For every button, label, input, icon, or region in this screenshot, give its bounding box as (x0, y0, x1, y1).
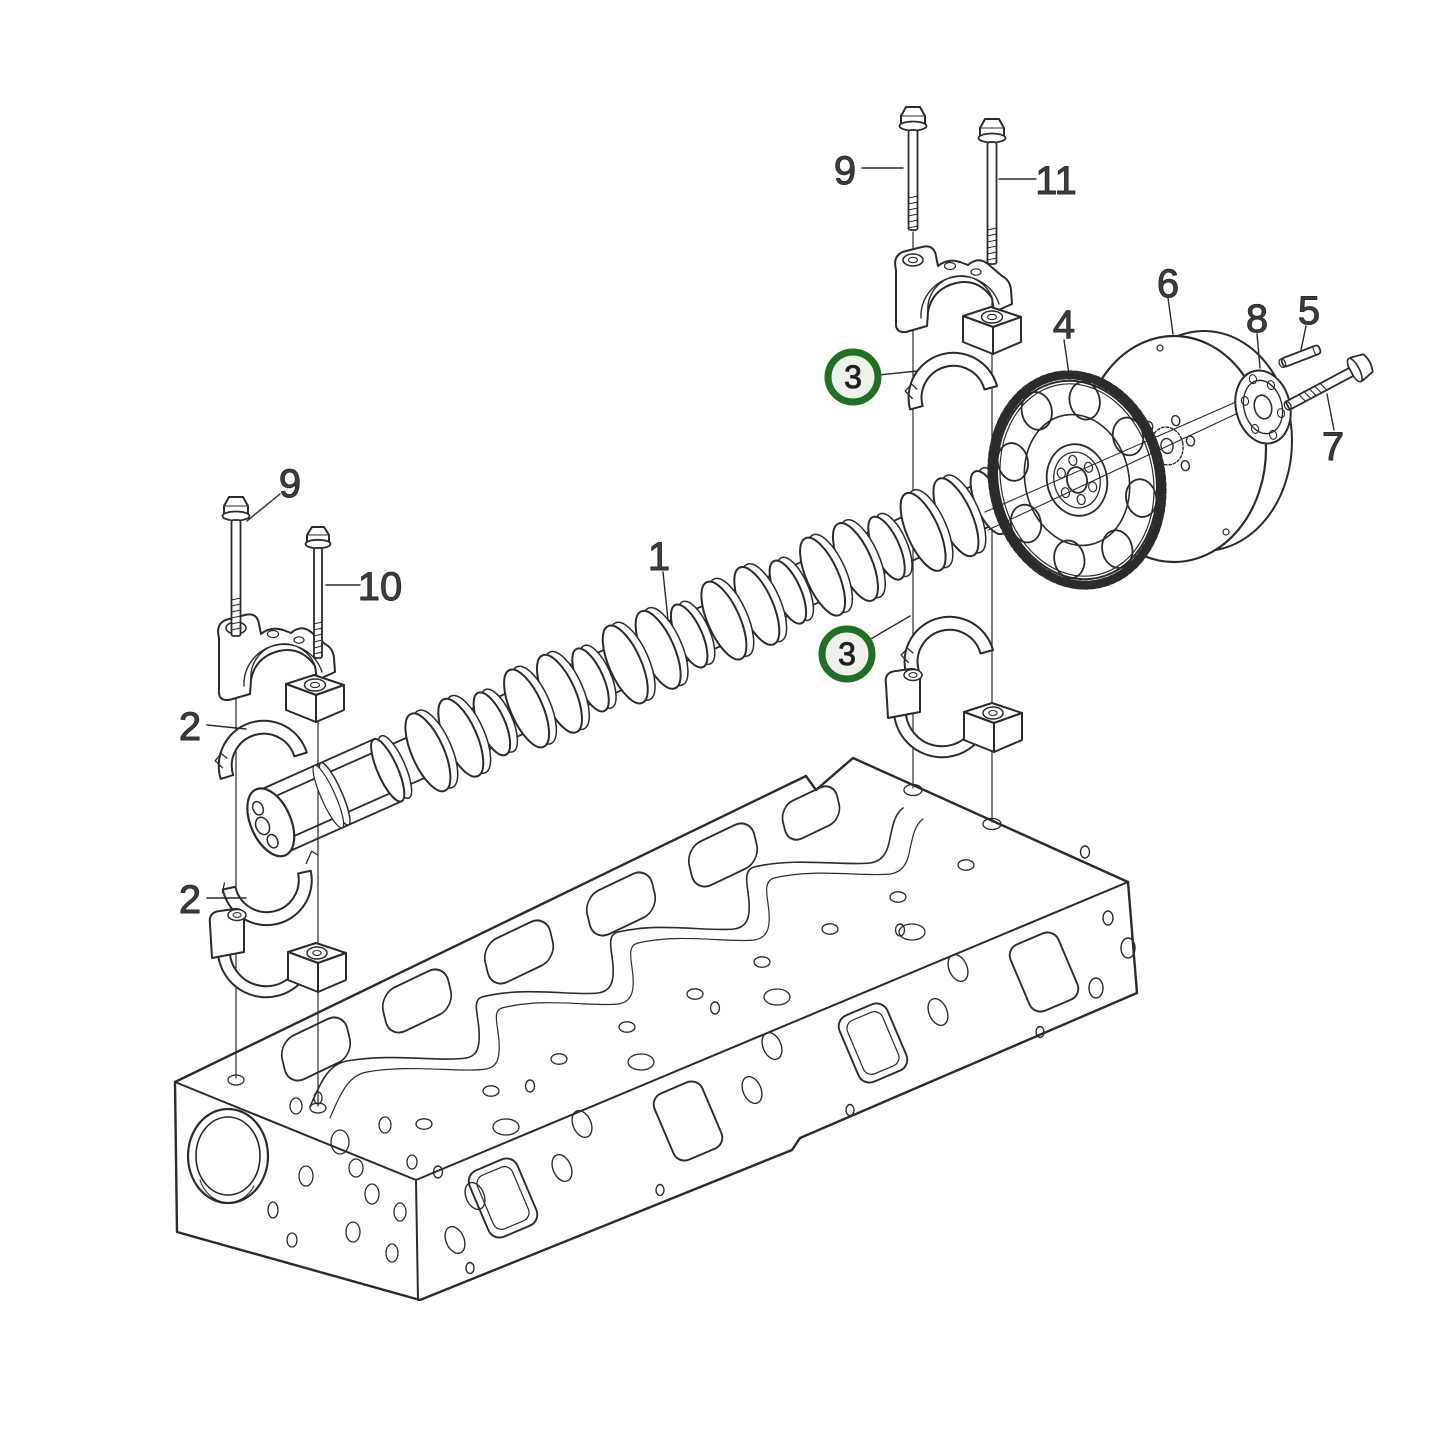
leader-line (1300, 325, 1307, 351)
leader-line (878, 370, 918, 376)
part-callout: 2 (178, 705, 247, 750)
hub-flange-drawing (1234, 369, 1292, 445)
leader-line (1167, 297, 1174, 335)
leader-line (1063, 339, 1070, 375)
part-callout-highlighted[interactable]: 3 (824, 348, 918, 406)
assembly-centerlines (984, 401, 1237, 531)
part-callout: 8 (1245, 297, 1269, 369)
bearing-shell-3-lower (893, 605, 995, 675)
part-number: 6 (1157, 262, 1179, 306)
part-number: 2 (179, 878, 201, 922)
bearing-shell-2-lower (221, 850, 322, 935)
part-number: 5 (1298, 289, 1320, 333)
camshaft-drawing (246, 467, 1016, 858)
leader-line (662, 571, 669, 621)
bearing-shell-2-upper (206, 708, 308, 780)
part-number: 10 (358, 565, 403, 609)
part-number: 2 (179, 705, 201, 749)
leader-line (1326, 393, 1335, 431)
leader-line (1256, 333, 1261, 369)
part-number: 4 (1053, 303, 1075, 347)
part-number: 3 (844, 359, 862, 395)
bearing-cap-upper-right (894, 245, 1022, 355)
part-number: 9 (834, 149, 856, 193)
highlight-circle (824, 348, 882, 406)
part-callout: 4 (1052, 303, 1076, 375)
part-callout: 7 (1321, 393, 1345, 470)
bolt-7-drawing (1283, 353, 1374, 411)
part-callout: 2 (178, 878, 247, 923)
bolt-9-left-drawing (221, 496, 251, 637)
part-callout: 9 (246, 462, 302, 522)
highlight-circle (818, 625, 876, 683)
part-callout: 6 (1156, 262, 1180, 335)
part-number: 8 (1246, 297, 1268, 341)
part-number: 7 (1322, 425, 1344, 469)
callout-layer: 1 2 2 3 3 4 5 6 7 8 9 11 9 10 (178, 149, 1345, 923)
leader-line (246, 493, 281, 522)
part-callout: 1 (647, 535, 671, 621)
bearing-shell-3-upper (897, 341, 999, 411)
part-number: 9 (279, 462, 301, 506)
part-callout: 11 (998, 159, 1077, 204)
part-callout: 5 (1297, 289, 1321, 351)
leader-line (206, 724, 247, 730)
part-number: 1 (648, 535, 670, 579)
part-number: 3 (838, 636, 856, 672)
bolt-9-top-drawing (898, 106, 928, 231)
bolt-10-drawing (304, 526, 332, 659)
bolt-11-drawing (977, 118, 1007, 265)
pin-drawing (1278, 344, 1322, 369)
camshaft-gear-drawing (987, 370, 1167, 590)
leader-line (868, 615, 911, 641)
part-number: 11 (1035, 159, 1077, 203)
part-callout: 10 (325, 565, 403, 610)
bearing-cap-lower-right (884, 667, 1023, 759)
part-callout: 9 (833, 149, 904, 194)
cylinder-head-drawing (173, 756, 1139, 1302)
part-callout-highlighted[interactable]: 3 (818, 615, 911, 683)
